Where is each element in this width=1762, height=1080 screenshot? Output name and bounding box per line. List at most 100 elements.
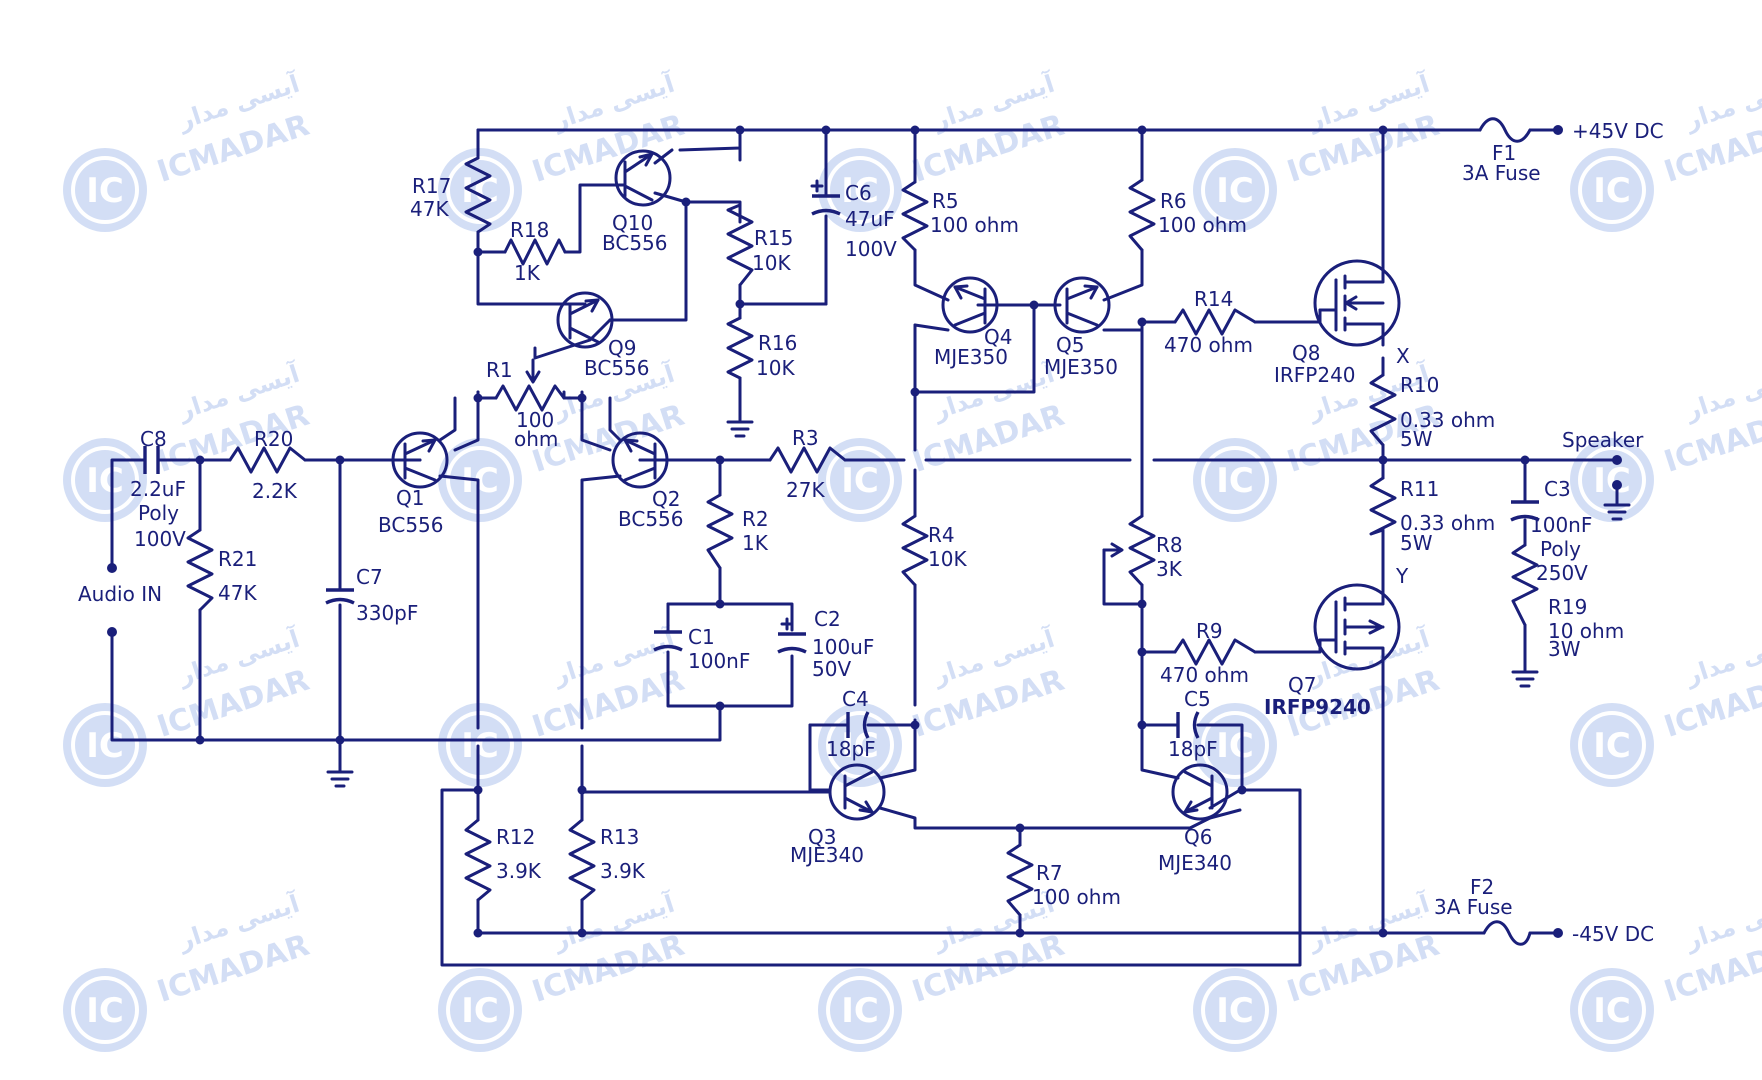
junction-dot — [910, 720, 920, 730]
c2-symbol — [777, 617, 807, 654]
c8-voltage: 100V — [134, 527, 186, 551]
r14-value: 470 ohm — [1164, 333, 1253, 357]
c6-symbol — [810, 179, 841, 216]
c2-label: C2 — [814, 607, 841, 631]
r12-symbol — [464, 818, 492, 902]
junction-dot — [1237, 785, 1247, 795]
c1-label: C1 — [688, 625, 715, 649]
c5-symbol — [1176, 711, 1200, 739]
q3-label: Q3 — [808, 825, 836, 849]
c1-symbol — [653, 630, 683, 652]
pos-rail-label: +45V DC — [1572, 119, 1664, 143]
r21-symbol — [186, 528, 214, 612]
c8-label: C8 — [140, 427, 167, 451]
r15-symbol — [726, 203, 754, 287]
r5-label: R5 — [932, 189, 959, 213]
junction-dot — [1378, 928, 1388, 938]
junction-dot — [1378, 455, 1388, 465]
r21-label: R21 — [218, 547, 257, 571]
junction-dot — [577, 785, 587, 795]
r5-value: 100 ohm — [930, 213, 1019, 237]
svg-text:آیسی مدار: آیسی مدار — [1681, 358, 1762, 425]
junction-dot — [1029, 300, 1039, 310]
r8-wiper — [1102, 542, 1124, 558]
component-symbols — [143, 117, 1631, 946]
junction-dot — [1520, 455, 1530, 465]
r10-value: 0.33 ohm — [1400, 408, 1495, 432]
r10-power: 5W — [1400, 427, 1433, 451]
q8-label: Q8 — [1292, 341, 1320, 365]
r18-symbol — [503, 238, 567, 266]
f1-value: 3A Fuse — [1462, 161, 1541, 185]
r15-label: R15 — [754, 226, 793, 250]
r3-symbol — [768, 446, 847, 474]
r18-label: R18 — [510, 218, 549, 242]
junction-dot — [1137, 317, 1147, 327]
r13-symbol — [568, 818, 596, 902]
c3-voltage: 250V — [1536, 561, 1588, 585]
r16-symbol — [726, 316, 754, 380]
r11-value: 0.33 ohm — [1400, 511, 1495, 535]
r19-symbol — [1511, 543, 1539, 627]
r16-label: R16 — [758, 331, 797, 355]
ground-icon — [726, 420, 754, 438]
q9-symbol — [556, 291, 614, 349]
q8-symbol — [1313, 253, 1401, 347]
q2-type: BC556 — [618, 507, 684, 531]
labels: +45V DC F1 3A Fuse -45V DC F2 3A Fuse Au… — [78, 119, 1664, 946]
r19-value: 10 ohm — [1548, 619, 1624, 643]
q10-symbol — [614, 149, 672, 207]
f2-label: F2 — [1470, 875, 1494, 899]
r20-symbol — [228, 446, 307, 474]
junction-dot — [195, 455, 205, 465]
svg-text:ICMADAR: ICMADAR — [153, 663, 314, 745]
r9-value: 470 ohm — [1160, 663, 1249, 687]
c4-value: 18pF — [826, 737, 876, 761]
q9-type: BC556 — [584, 356, 650, 380]
r20-value: 2.2K — [252, 479, 298, 503]
q7-label: Q7 — [1288, 673, 1316, 697]
junction-dot — [910, 125, 920, 135]
r21-value: 47K — [218, 581, 257, 605]
q5-label: Q5 — [1056, 333, 1084, 357]
r11-power: 5W — [1400, 531, 1433, 555]
r10-label: R10 — [1400, 373, 1439, 397]
f1-symbol — [1478, 117, 1532, 143]
r17-label: R17 — [412, 174, 451, 198]
r4-value: 10K — [928, 547, 967, 571]
q5-type: MJE350 — [1044, 355, 1118, 379]
q6-type: MJE340 — [1158, 851, 1232, 875]
c7-symbol — [325, 588, 355, 605]
node-x-label: X — [1396, 344, 1410, 368]
speaker-label: Speaker — [1562, 428, 1644, 452]
q7-symbol — [1313, 583, 1401, 672]
c3-type: Poly — [1540, 537, 1581, 561]
r18-value: 1K — [514, 261, 541, 285]
r1-wiper — [525, 358, 541, 384]
svg-text:ICMADAR: ICMADAR — [908, 398, 1069, 480]
r4-symbol — [901, 514, 929, 587]
r8-symbol — [1128, 514, 1156, 587]
junction-dot — [1137, 720, 1147, 730]
f1-label: F1 — [1492, 141, 1516, 165]
junction-dot — [473, 393, 483, 403]
r6-value: 100 ohm — [1158, 213, 1247, 237]
c2-value: 100uF — [812, 635, 874, 659]
q1-label: Q1 — [396, 486, 424, 510]
ground-icon — [1511, 670, 1539, 688]
r7-value: 100 ohm — [1032, 885, 1121, 909]
c1-value: 100nF — [688, 649, 750, 673]
ground-icon — [1603, 503, 1631, 521]
junction-dot — [335, 735, 345, 745]
junction-dot — [195, 735, 205, 745]
c3-symbol — [1510, 500, 1540, 522]
r12-label: R12 — [496, 825, 535, 849]
q5-symbol — [1053, 276, 1111, 334]
junction-dot — [910, 387, 920, 397]
c6-label: C6 — [845, 181, 872, 205]
